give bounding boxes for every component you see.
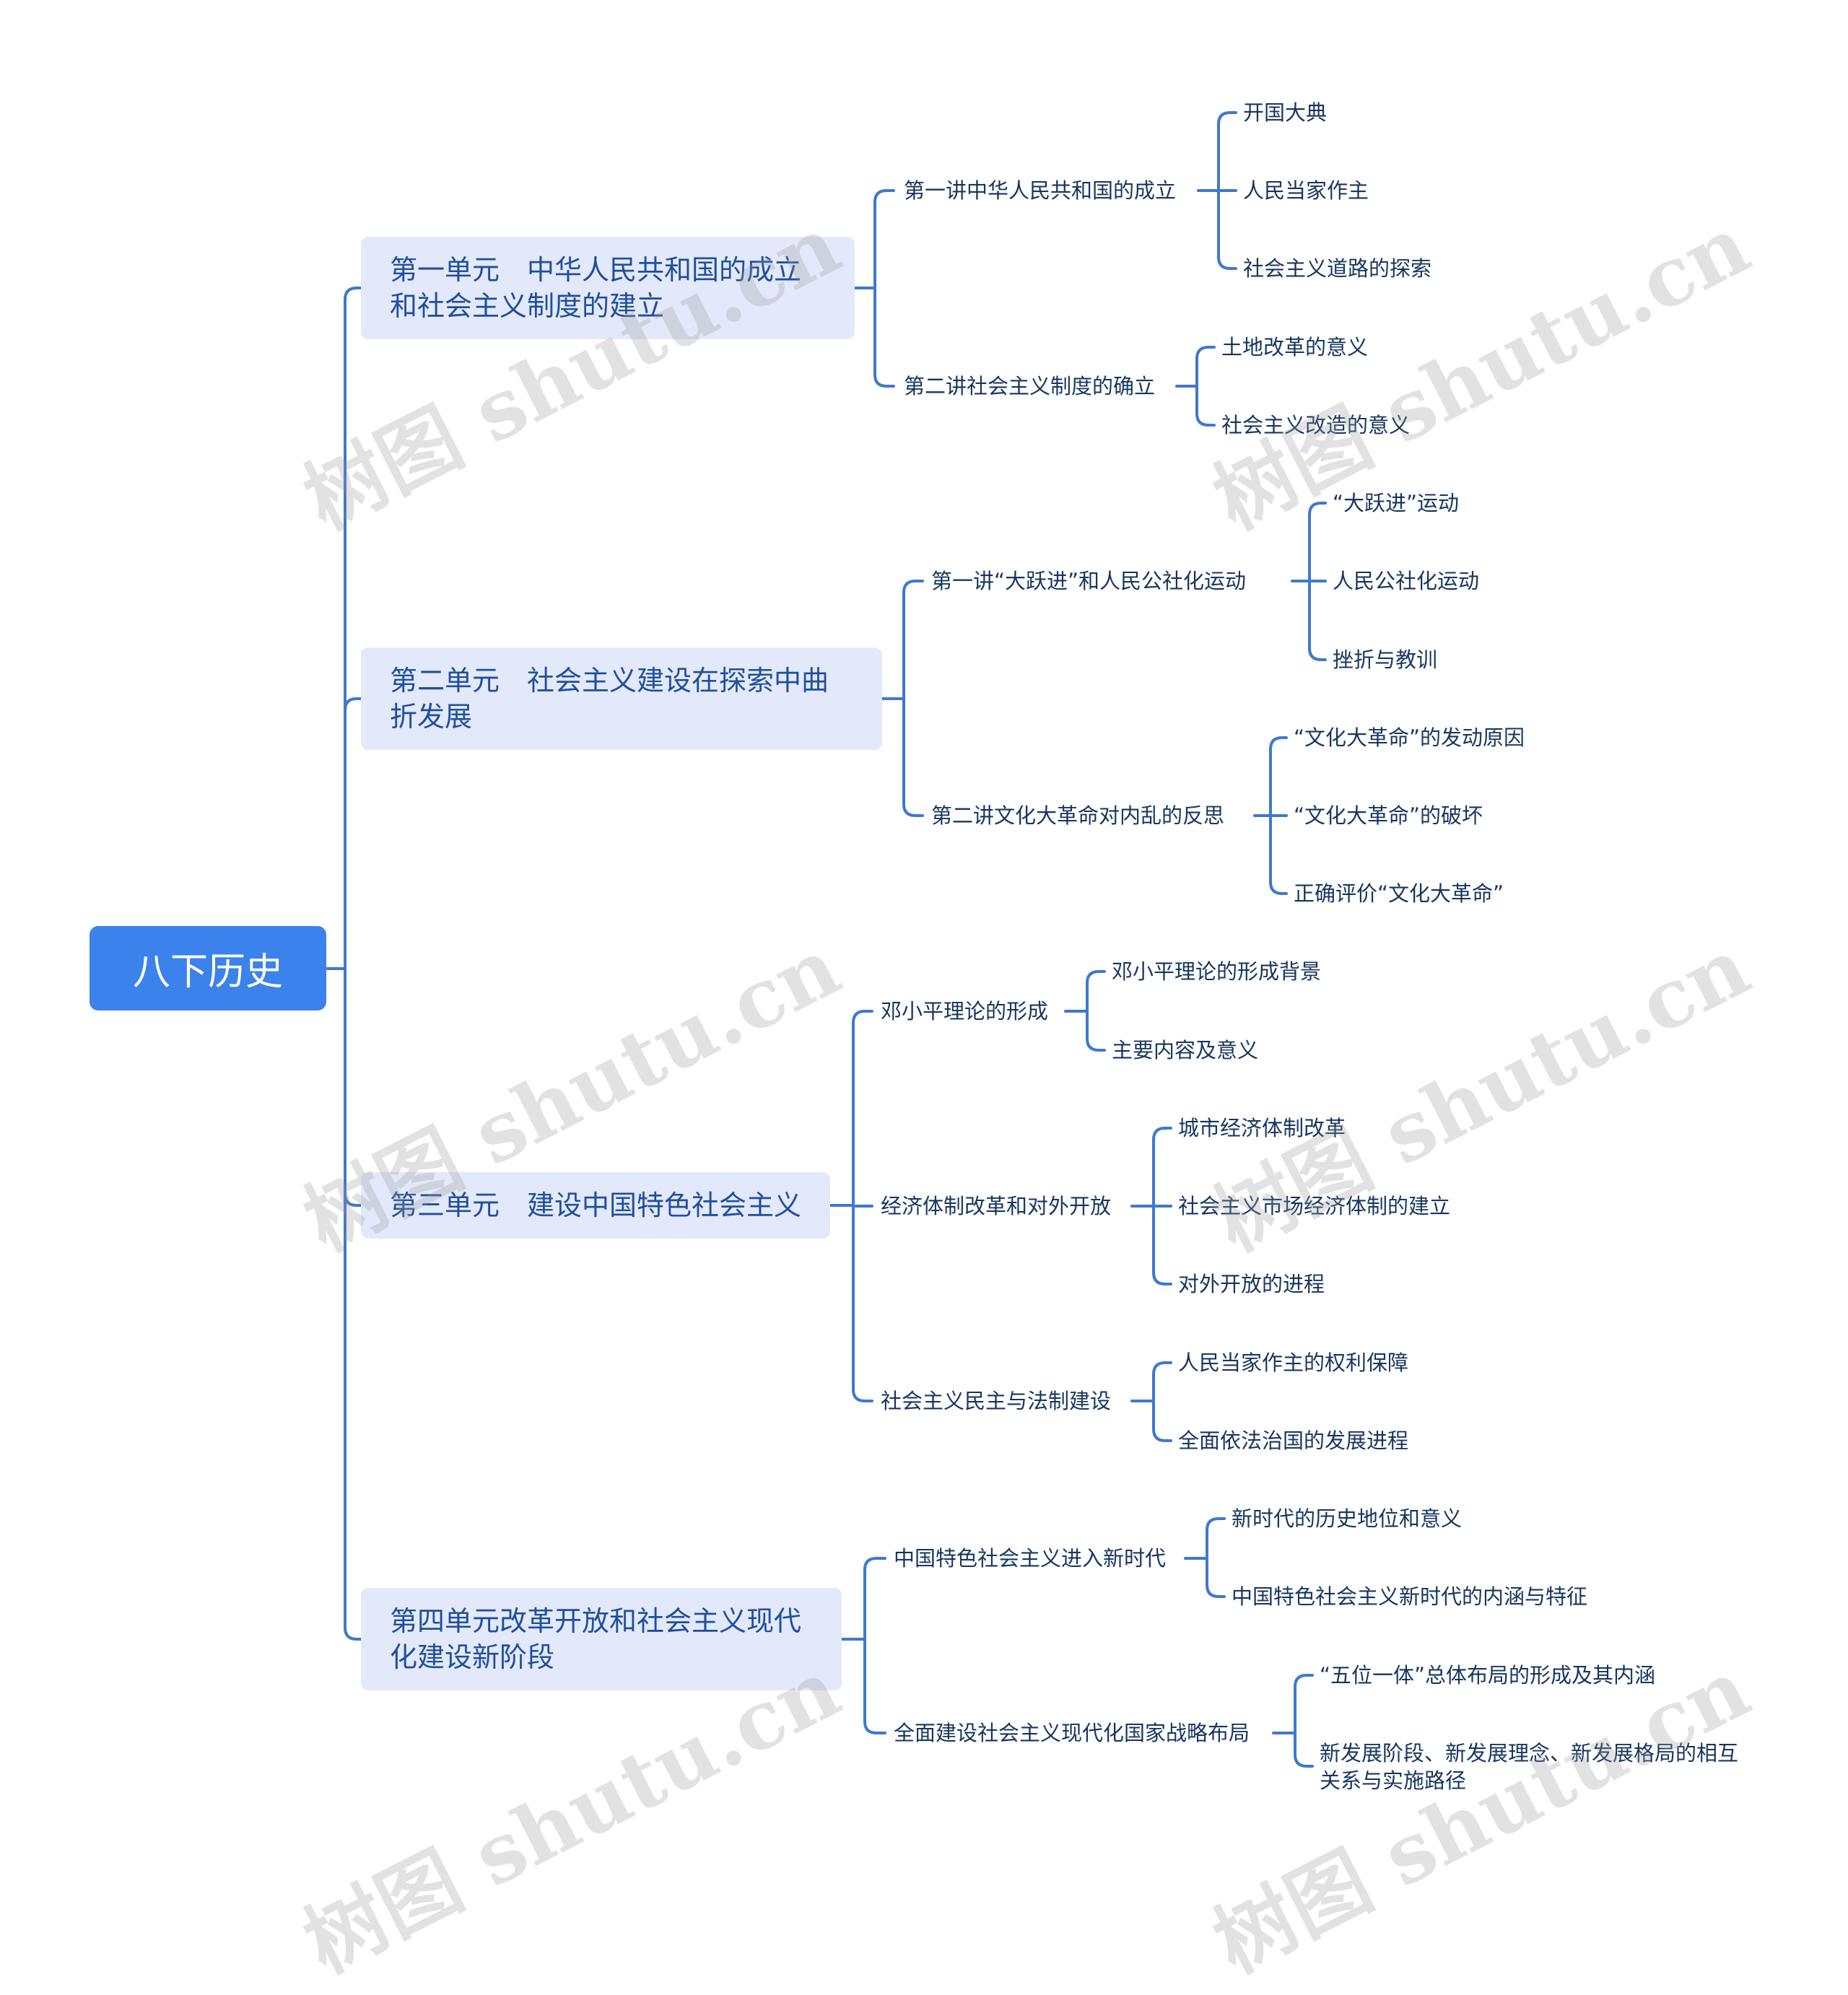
topic-node[interactable]: “文化大革命”的发动原因 [1294, 725, 1525, 750]
connector [852, 1010, 873, 1024]
unit-node-1[interactable]: 第一单元 中华人民共和国的成立和社会主义制度的建立 [361, 237, 855, 339]
connector [344, 697, 362, 712]
connector [1269, 881, 1288, 895]
connector [873, 373, 895, 388]
lesson-node-4-1[interactable]: 中国特色社会主义进入新时代 [894, 1546, 1167, 1571]
root-node[interactable]: 八下历史 [90, 926, 326, 1010]
topic-node[interactable]: 主要内容及意义 [1112, 1038, 1259, 1062]
topic-node[interactable]: 人民当家作主的权利保障 [1178, 1350, 1409, 1375]
connector [1217, 111, 1237, 126]
root-label: 八下历史 [132, 951, 283, 994]
connector [344, 1192, 362, 1207]
topic-node[interactable]: 城市经济体制改革 [1178, 1116, 1346, 1140]
topic-node[interactable]: 正确评价“文化大革命” [1294, 881, 1504, 906]
lesson-node-4-2[interactable]: 全面建设社会主义现代化国家战略布局 [894, 1721, 1250, 1745]
lesson-node-1-1[interactable]: 第一讲中华人民共和国的成立 [904, 178, 1177, 203]
connector [1294, 1753, 1314, 1768]
connector [1152, 1361, 1172, 1376]
topic-node[interactable]: 社会主义道路的探索 [1243, 256, 1432, 281]
topic-node[interactable]: 新发展阶段、新发展理念、新发展格局的相互关系与实施路径 [1320, 1741, 1739, 1793]
topic-node[interactable]: 开国大典 [1243, 100, 1328, 125]
unit-label: 第四单元改革开放和社会主义现代化建设新阶段 [390, 1605, 802, 1673]
connector [863, 1720, 886, 1734]
topic-node[interactable]: 社会主义改造的意义 [1221, 413, 1411, 437]
unit-node-2[interactable]: 第二单元 社会主义建设在探索中曲折发展 [361, 647, 882, 750]
topic-node[interactable]: 社会主义市场经济体制的建立 [1178, 1194, 1451, 1218]
topic-node[interactable]: 邓小平理论的形成背景 [1112, 959, 1322, 984]
topic-node[interactable]: 全面依法治国的发展进程 [1178, 1428, 1409, 1453]
lesson-node-2-1[interactable]: 第一讲“大跃进”和人民公社化运动 [931, 569, 1247, 593]
connector [902, 580, 924, 594]
connector [902, 803, 924, 817]
topic-node[interactable]: “文化大革命”的破坏 [1294, 803, 1483, 828]
connector [344, 1626, 362, 1641]
connector [863, 1557, 886, 1571]
connector [1152, 1271, 1172, 1285]
unit-label: 第三单元 建设中国特色社会主义 [390, 1189, 802, 1221]
connector [1206, 1584, 1226, 1598]
unit-node-3[interactable]: 第三单元 建设中国特色社会主义 [361, 1172, 830, 1239]
topic-node[interactable]: 人民当家作主 [1243, 178, 1369, 203]
topic-node[interactable]: 挫折与教训 [1333, 647, 1438, 672]
connector [1195, 346, 1216, 360]
lesson-node-3-2[interactable]: 经济体制改革和对外开放 [881, 1194, 1112, 1218]
lesson-node-3-1[interactable]: 邓小平理论的形成 [881, 999, 1049, 1023]
connector [1195, 412, 1216, 427]
topic-node[interactable]: 对外开放的进程 [1178, 1272, 1325, 1296]
connector [1086, 970, 1106, 985]
unit-label: 第二单元 社会主义建设在探索中曲折发展 [390, 665, 829, 733]
unit-node-4[interactable]: 第四单元改革开放和社会主义现代化建设新阶段 [361, 1588, 842, 1690]
connector [1206, 1517, 1226, 1532]
topic-node[interactable]: 人民公社化运动 [1333, 569, 1480, 593]
connector [1152, 1127, 1172, 1141]
lesson-node-2-2[interactable]: 第二讲文化大革命对内乱的反思 [931, 803, 1225, 828]
topic-node[interactable]: 土地改革的意义 [1221, 335, 1369, 359]
connector [1294, 1674, 1314, 1688]
connector [1086, 1037, 1106, 1052]
connector [1152, 1428, 1172, 1442]
connector [873, 189, 895, 204]
lesson-node-3-3[interactable]: 社会主义民主与法制建设 [881, 1389, 1112, 1413]
topic-node[interactable]: “五位一体”总体布局的形成及其内涵 [1320, 1663, 1656, 1688]
connector [852, 1388, 873, 1402]
unit-label: 第一单元 中华人民共和国的成立和社会主义制度的建立 [390, 254, 802, 322]
topic-node[interactable]: 新时代的历史地位和意义 [1232, 1506, 1463, 1531]
connector [344, 287, 362, 301]
lesson-node-1-2[interactable]: 第二讲社会主义制度的确立 [904, 374, 1156, 398]
connector [1308, 502, 1327, 516]
connector-lines [325, 111, 1327, 1768]
connector [1308, 647, 1327, 661]
topic-node[interactable]: 中国特色社会主义新时代的内涵与特征 [1232, 1584, 1588, 1609]
connector [1217, 256, 1237, 270]
topic-node[interactable]: “大跃进”运动 [1333, 491, 1460, 515]
connector [1269, 736, 1288, 751]
